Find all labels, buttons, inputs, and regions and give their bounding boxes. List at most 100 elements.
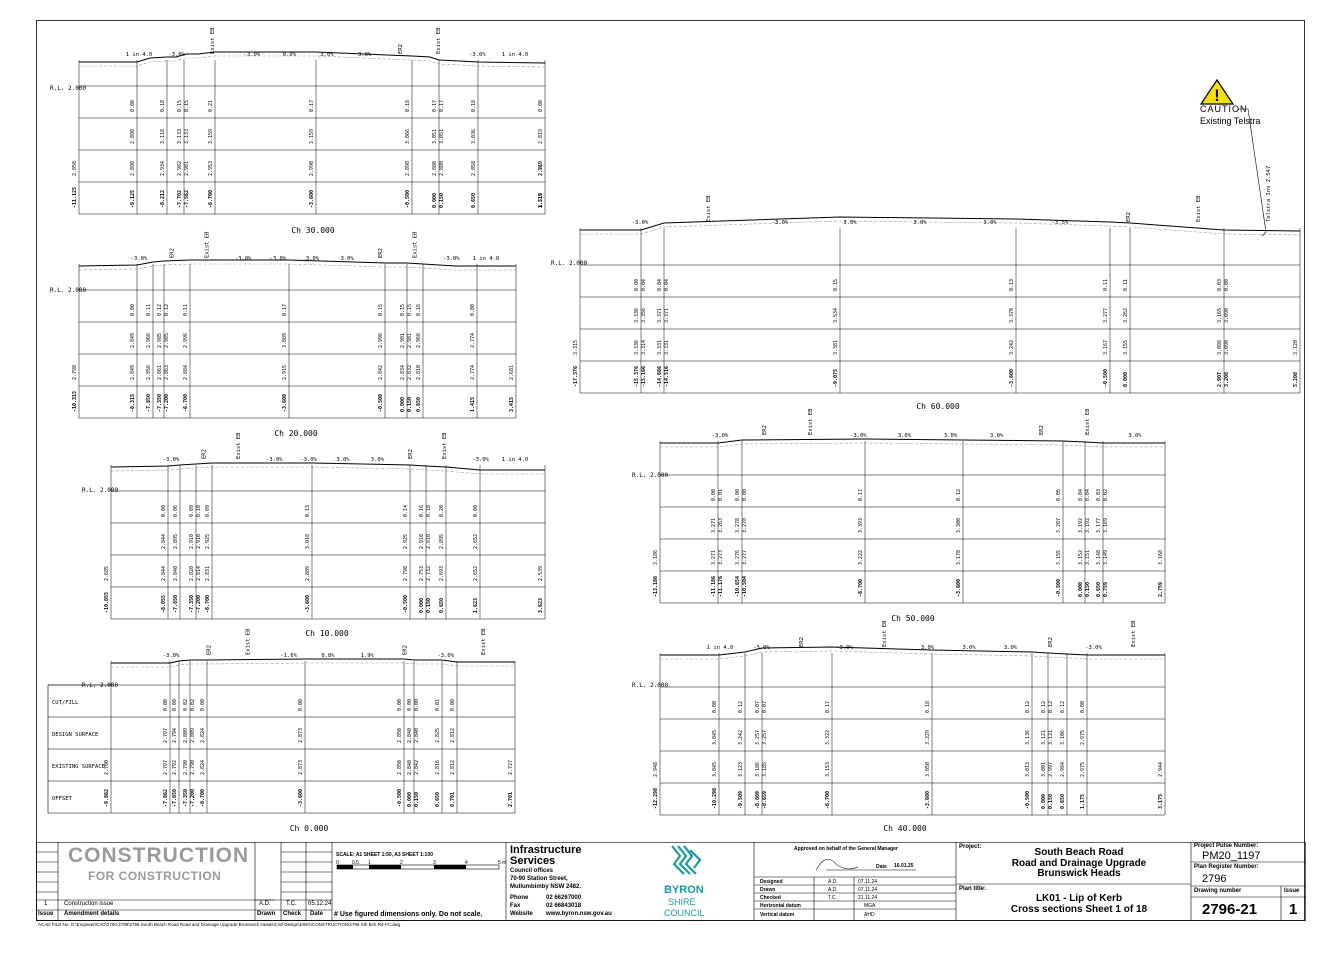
cell-value: 0.759 <box>1103 582 1109 597</box>
profile-label: -3.0% <box>437 653 454 659</box>
caution-leader <box>1238 108 1267 237</box>
profile-label: Telstra Inv 2.547 <box>1266 166 1272 222</box>
cell-value: -3.600 <box>925 791 931 809</box>
project-label: Project: <box>959 844 982 850</box>
cell-value: -6.700 <box>825 791 831 809</box>
profile-label: -3.0% <box>131 256 148 262</box>
scale-tick: 0.5 <box>352 860 359 866</box>
cell-value: 0.17 <box>825 701 831 713</box>
cell-value: 0.00 <box>130 304 136 316</box>
cell-value: 0.000 <box>1123 372 1129 387</box>
logo-byron: BYRON <box>664 884 704 896</box>
cell-value: 2.948 <box>653 762 659 777</box>
cell-value: 1.175 <box>1080 794 1086 809</box>
cell-value: -8.315 <box>130 394 136 412</box>
cell-value: 2.809 <box>190 728 196 743</box>
profile-label: ER2 <box>799 637 805 647</box>
cell-value: 3.148 <box>1096 550 1102 565</box>
cell-value: 3.278 <box>742 518 748 533</box>
cell-value: 3.051 <box>432 129 438 144</box>
cell-value: 2.700 <box>104 760 110 775</box>
cell-value: 0.12 <box>738 701 744 713</box>
cell-value: -10.315 <box>72 391 78 412</box>
cell-value: 3.121 <box>1048 730 1054 745</box>
cell-value: 2.880 <box>432 161 438 176</box>
cell-value: 2.790 <box>403 566 409 581</box>
cell-value: -10.055 <box>104 592 110 613</box>
cell-value: 0.18 <box>405 100 411 112</box>
cell-value: 2.790 <box>183 760 189 775</box>
cell-value: 2.975 <box>1080 762 1086 777</box>
cell-value: 3.371 <box>664 308 670 323</box>
cell-value: 0.18 <box>160 100 166 112</box>
vertical-datum-label: Vertical datum <box>760 912 795 918</box>
cell-value: -0.500 <box>397 789 403 807</box>
cell-value: 2.840 <box>407 760 413 775</box>
cell-value: 3.177 <box>1096 518 1102 533</box>
rl-label: R.L. 2.000 <box>632 682 669 689</box>
cell-value: 2.820 <box>189 566 195 581</box>
website-value: www.byron.nsw.gov.au <box>546 911 612 917</box>
cell-value: 3.090 <box>1224 308 1230 323</box>
cell-value: 2.944 <box>1158 762 1164 777</box>
cell-value: 0.00 <box>538 100 544 112</box>
drawing-number: 2796-21 <box>1202 901 1258 918</box>
profile-label: 3.0% <box>1128 433 1142 439</box>
profile-label: 1 in 4.0 <box>126 52 153 58</box>
approval-label: Approved on behalf of the General Manage… <box>794 846 898 852</box>
cell-value: -8.212 <box>160 190 166 208</box>
cell-value: 0.17 <box>439 100 445 112</box>
cell-value: 3.050 <box>925 762 931 777</box>
cell-value: 3.263 <box>718 518 724 533</box>
cell-value: 0.01 <box>435 699 441 711</box>
scale-tick: 1 <box>368 860 371 866</box>
cell-value: 2.832 <box>407 365 413 380</box>
profile-label: Exist EB <box>246 628 252 655</box>
cell-value: 0.701 <box>450 792 456 807</box>
cell-value: 0.000 <box>407 792 413 807</box>
cell-value: -10.298 <box>712 788 718 809</box>
cell-value: 2.810 <box>416 365 422 380</box>
cell-value: 3.262 <box>1123 308 1129 323</box>
rl-label: R.L. 2.000 <box>82 682 119 689</box>
cell-value: 3.045 <box>712 730 718 745</box>
cell-value: 2.790 <box>190 760 196 775</box>
profile-label: 1 in 4.0 <box>502 457 529 463</box>
cell-value: 2.858 <box>471 161 477 176</box>
profile-label: Exist EB <box>1085 408 1091 435</box>
profile-label: ER2 <box>1048 637 1054 647</box>
cell-value: 0.00 <box>742 489 748 501</box>
issue-label: Issue <box>1284 888 1300 894</box>
cell-value: 0.17 <box>432 100 438 112</box>
profile-label: -3.0% <box>836 645 853 651</box>
drawn-date: 07.11.24 <box>858 887 878 893</box>
profile-label: 3.0% <box>921 645 935 651</box>
horizontal-datum: MGA <box>864 903 876 909</box>
designed-date: 07.11.24 <box>858 879 878 885</box>
cell-value: -6.700 <box>183 394 189 412</box>
profile-label: -3.0% <box>712 433 729 439</box>
cell-value: 0.00 <box>1224 279 1230 291</box>
cell-value: 3.153 <box>825 762 831 777</box>
cell-value: 3.229 <box>925 730 931 745</box>
cell-value: -7.200 <box>190 789 196 807</box>
cell-value: 0.000 <box>1078 582 1084 597</box>
cell-value: 0.650 <box>416 397 422 412</box>
cell-value: 3.185 <box>762 762 768 777</box>
profile-label: Exist EB <box>1131 620 1137 647</box>
cell-value: -13.186 <box>653 576 659 597</box>
logo-shire: SHIRE <box>668 897 696 907</box>
scale-warning: # Use figured dimensions only. Do not sc… <box>334 911 483 918</box>
cell-value: 0.00 <box>470 304 476 316</box>
cell-value: 3.314 <box>641 340 647 355</box>
profile-label: -3.0% <box>300 457 317 463</box>
cell-value: 0.00 <box>634 279 640 291</box>
cell-value: -9.075 <box>833 369 839 387</box>
cell-value: 0.04 <box>664 279 670 291</box>
profile-label: 1.9% <box>361 653 375 659</box>
profile-label: ER2 <box>170 248 176 258</box>
header-issue: Issue <box>38 911 54 917</box>
